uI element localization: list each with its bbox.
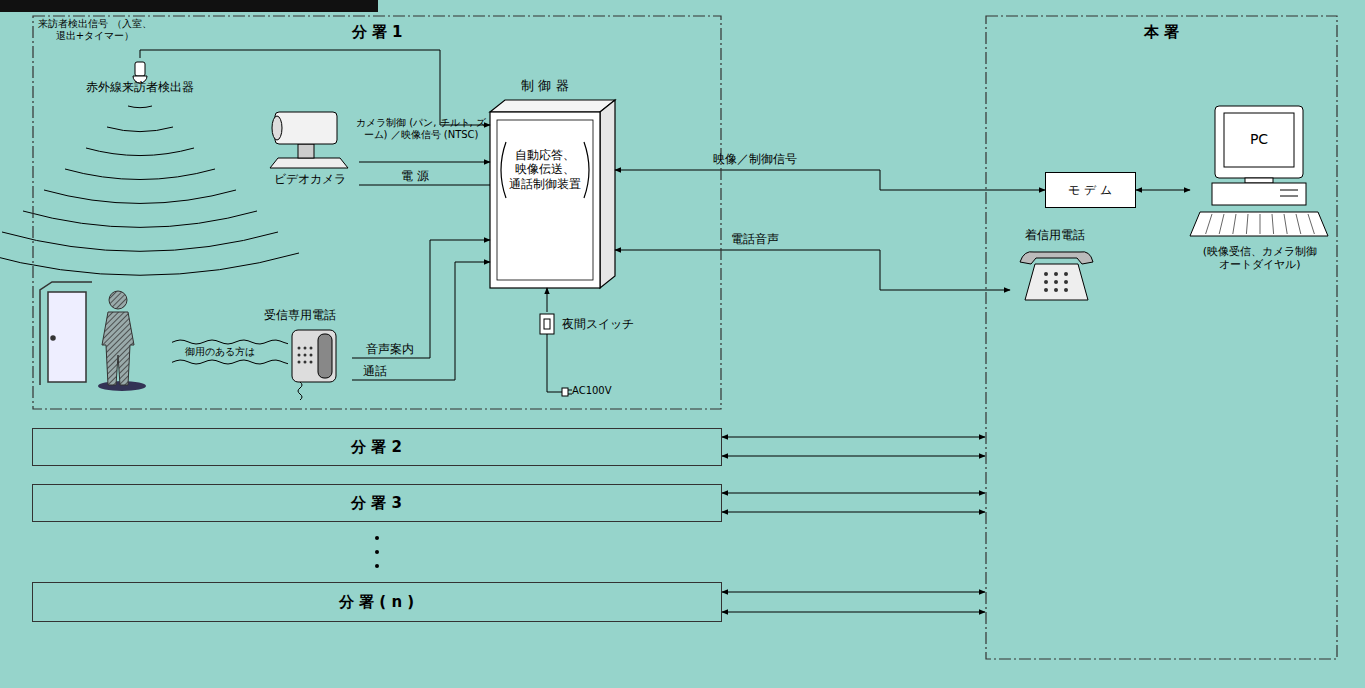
node-body: 自動応答、 映像伝送、 通話制御装置 [508,148,582,191]
key-dot [1064,280,1068,284]
node-title: 制 御 器 [490,78,600,94]
key-line [1272,214,1274,234]
node-title: 分 署 ( n ) [33,593,720,611]
connector [1136,190,1190,191]
controller-cube [490,100,615,288]
connector [359,162,490,163]
node-title: 受信専用電話 [250,308,350,322]
modem-box: モ デ ム [1045,172,1136,208]
receiving-phone-node: 着信用電話 [1010,228,1102,308]
wave-arc [2,232,278,251]
key-dot [1054,280,1058,284]
speech-wave [172,360,288,364]
node-title: モ デ ム [1046,183,1134,197]
pc-icon [1190,106,1328,236]
edge-label: カメラ制御 (パン, チルト, ズーム) ／映像信号 (NTSC) [355,117,487,141]
key-dot [1044,280,1048,284]
branch-bar: 分 署 2 [32,428,722,466]
edge-label: 来訪者検出信号 （入室、退出+タイマー） [30,18,160,42]
key-line [1260,214,1261,234]
connector [615,250,1010,290]
edge-label: 電 源 [385,169,445,183]
visitor-figure [98,291,146,391]
key-line [1246,214,1248,234]
connector [722,592,985,593]
key-line [1219,214,1224,234]
speech-text: 御用のある方は [182,346,258,358]
key-line [1296,214,1301,234]
node-title: 夜間スイッチ [558,317,638,331]
key-dot [1054,288,1058,292]
wave-arc [65,169,215,180]
node-title: ビデオカメラ [262,172,357,186]
phone-node: 受信専用電話 [250,308,352,393]
connector [352,262,490,380]
sensor-icon [133,62,147,83]
wall-phone-icon [292,330,336,400]
node-title: 分 署 2 [33,438,720,456]
connector [722,512,985,513]
key-dot [1054,272,1058,276]
node-title: PC [1224,131,1294,148]
speech-waves [172,340,288,364]
header-bar [0,0,378,12]
switch-node: 夜間スイッチ [538,312,640,338]
camera-node: ビデオカメラ [262,100,359,190]
node-body: (映像受信、カメラ制御 オートダイヤル) [1190,245,1330,271]
wave-arc [44,190,236,203]
connector [615,170,1045,190]
key-line [1206,214,1212,234]
key-dot [1044,288,1048,292]
branch-bar: 分 署 ( n ) [32,582,722,622]
connector [359,185,490,186]
wave-arc [86,148,194,156]
wave-arc [23,211,257,227]
controller-box: 制 御 器自動応答、 映像伝送、 通話制御装置 [490,78,615,288]
connector [722,493,985,494]
edge-label: 電話音声 [680,232,830,246]
connector [547,288,548,312]
sensor-node: 赤外線来訪者検出器 [50,58,232,100]
edge-label: 映像／制御信号 [680,152,830,166]
node-title: 着信用電話 [1010,228,1100,242]
head-office-region: モ デ ム PC (映像受信、カメラ制御 オートダイヤル) 着信用電話 本 署 [985,15,1338,660]
pc-node: PC (映像受信、カメラ制御 オートダイヤル) [1190,105,1332,280]
power-label: AC100V [572,385,632,397]
key-line [1233,214,1236,234]
desk-phone-icon [1020,252,1093,300]
wave-arc [0,253,299,275]
ellipsis-dots [375,536,379,568]
key-line [1308,214,1314,234]
door [40,282,92,385]
node-title: 分 署 3 [33,494,720,512]
infrared-waves [0,106,299,275]
key-dot [1044,272,1048,276]
wave-arc [107,127,173,132]
edge-label: 音声案内 [352,342,427,356]
dash-dot-outline [985,15,1338,660]
wave-arc [128,106,152,108]
connector [352,240,490,358]
connector [722,612,985,613]
camera-icon [270,112,348,168]
branch-bar: 分 署 3 [32,484,722,522]
connector [722,437,985,438]
edge-label: 通話 [355,364,395,378]
node-title: 本 署 [985,23,1338,41]
key-line [1284,214,1287,234]
speech-wave [172,340,288,344]
key-dot [1064,272,1068,276]
key-dot [1064,288,1068,292]
node-title: 赤外線来訪者検出器 [50,80,230,94]
connector [722,456,985,457]
